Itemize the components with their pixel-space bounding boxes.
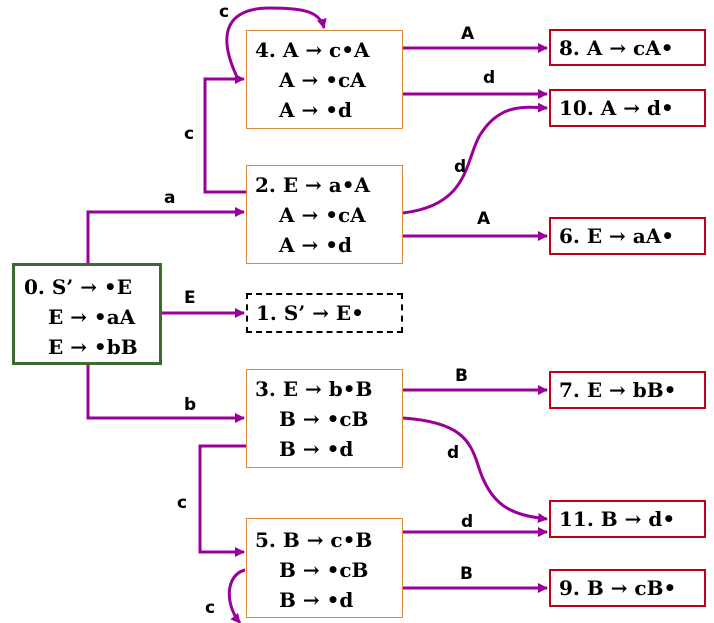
edge-label-5-to-9: B <box>460 564 473 584</box>
edge-2-to-10 <box>402 102 548 215</box>
state-8-line-1: 8. A → cA• <box>559 35 674 60</box>
edge-0-to-2 <box>86 207 245 263</box>
state-2-line-3: A → •d <box>279 233 352 257</box>
edge-label-3-to-7: B <box>455 366 468 386</box>
state-10: 10. A → d• <box>549 89 706 127</box>
state-5-line-1: 5. B → c•B <box>255 528 373 552</box>
state-4: 4. A → c•A A → •cA A → •d <box>246 30 403 129</box>
edge-label-3-to-11: d <box>447 443 460 463</box>
edge-4-self-loop <box>225 6 327 78</box>
edge-label-0-to-1: E <box>184 288 196 308</box>
edge-3-to-11 <box>402 416 548 524</box>
state-9: 9. B → cB• <box>549 569 706 607</box>
edge-label-0-to-2: a <box>164 188 176 208</box>
state-3-line-1: 3. E → b•B <box>255 377 373 401</box>
state-8: 8. A → cA• <box>549 29 706 66</box>
state-3-line-2: B → •cB <box>279 407 369 431</box>
state-6-line-1: 6. E → aA• <box>559 224 675 248</box>
state-0-line-3: E → •bB <box>48 335 138 359</box>
state-0: 0. S’ → •E E → •aA E → •bB <box>12 263 162 365</box>
state-3-line-3: B → •d <box>279 437 354 461</box>
edge-label-4-self: c <box>219 2 230 22</box>
state-7: 7. E → bB• <box>549 371 706 409</box>
edge-label-4-to-8: A <box>461 24 475 44</box>
state-1-line-1: 1. S’ → E• <box>256 301 364 325</box>
edge-3-to-5 <box>198 444 246 557</box>
edge-label-5-self: c <box>205 598 216 618</box>
state-1: 1. S’ → E• <box>246 293 403 333</box>
state-11-line-1: 11. B → d• <box>559 507 676 531</box>
state-6: 6. E → aA• <box>549 217 706 255</box>
edge-label-2-to-10: d <box>454 157 467 177</box>
state-0-line-1: 0. S’ → •E <box>24 275 132 299</box>
state-3: 3. E → b•B B → •cB B → •d <box>246 369 403 468</box>
state-4-line-1: 4. A → c•A <box>255 38 370 62</box>
edge-5-self-loop <box>227 568 246 623</box>
edge-label-4-to-10: d <box>483 68 496 88</box>
state-2: 2. E → a•A A → •cA A → •d <box>246 165 403 264</box>
edge-label-2-to-4: c <box>184 124 195 144</box>
state-5-line-2: B → •cB <box>279 558 369 582</box>
state-2-line-2: A → •cA <box>279 203 366 227</box>
state-7-line-1: 7. E → bB• <box>559 378 677 402</box>
state-4-line-3: A → •d <box>279 98 352 122</box>
state-2-line-1: 2. E → a•A <box>255 173 371 197</box>
edge-label-2-to-6: A <box>477 209 491 229</box>
state-5-line-3: B → •d <box>279 588 354 612</box>
edge-label-0-to-3: b <box>184 395 197 415</box>
state-9-line-1: 9. B → cB• <box>559 576 677 600</box>
state-0-line-2: E → •aA <box>48 305 136 329</box>
edge-0-to-3 <box>86 365 245 423</box>
state-4-line-2: A → •cA <box>279 68 366 92</box>
edge-label-5-to-11: d <box>461 512 474 532</box>
edge-2-to-4 <box>203 74 246 194</box>
state-10-line-1: 10. A → d• <box>559 96 674 120</box>
state-5: 5. B → c•B B → •cB B → •d <box>246 518 403 618</box>
edge-label-3-to-5: c <box>177 493 188 513</box>
state-11: 11. B → d• <box>549 500 706 538</box>
